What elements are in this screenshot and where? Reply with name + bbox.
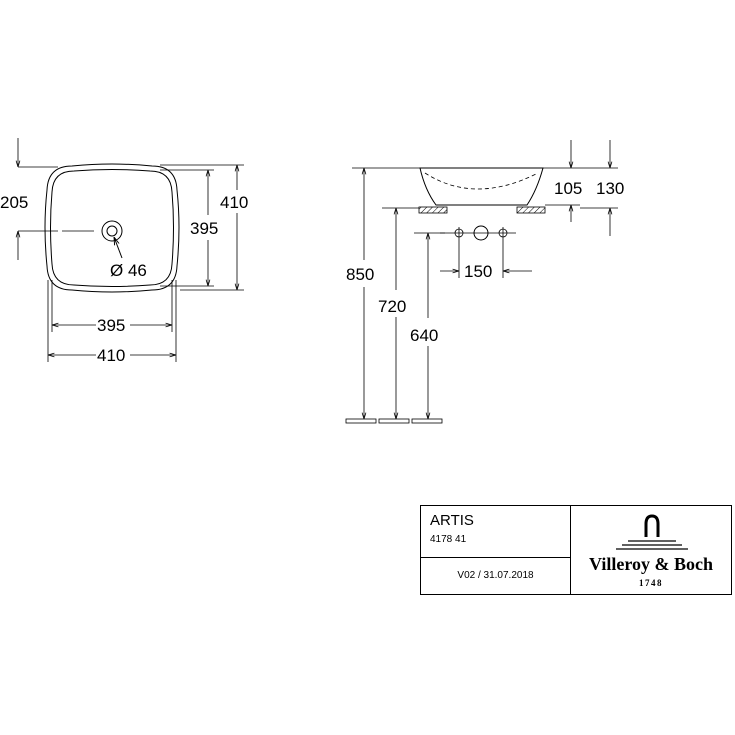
bowl-inner-dashed — [424, 172, 539, 190]
dim-205-label: 205 — [0, 193, 28, 212]
bowl-outline — [419, 167, 544, 206]
dim-720-label: 720 — [378, 297, 406, 316]
basin-outer-outline — [44, 163, 180, 293]
floor-segment-3 — [411, 418, 443, 424]
countertop-left — [418, 206, 448, 214]
title-block-info: ARTIS 4178 41 V02 / 31.07.2018 — [421, 506, 571, 594]
title-block-divider — [421, 557, 570, 558]
countertop-right — [516, 206, 546, 214]
version-date: V02 / 31.07.2018 — [457, 570, 534, 581]
dim-395-width-label: 395 — [97, 316, 125, 335]
floor-segment-2 — [378, 418, 410, 424]
dim-850-label: 850 — [346, 265, 374, 284]
top-view: Ø 46 205 395 410 395 410 — [0, 138, 248, 365]
dim-130-label: 130 — [596, 179, 624, 198]
drain-inner-circle — [106, 225, 118, 237]
dim-410-width-label: 410 — [97, 346, 125, 365]
drain-diameter-label: Ø 46 — [110, 261, 147, 280]
tap-hole-centre — [473, 225, 489, 241]
product-name: ARTIS — [430, 512, 474, 529]
brand-name: Villeroy & Boch — [589, 554, 713, 574]
article-number: 4178 41 — [430, 534, 467, 545]
dim-410-depth-label: 410 — [220, 193, 248, 212]
title-block: ARTIS 4178 41 V02 / 31.07.2018 Villeroy … — [420, 505, 732, 595]
dim-395-depth-label: 395 — [190, 219, 218, 238]
brand-block: Villeroy & Boch 1748 — [571, 506, 731, 594]
dim-105-label: 105 — [554, 179, 582, 198]
side-view: 150 105 130 850 720 640 — [345, 140, 624, 424]
brand-year: 1748 — [639, 578, 663, 588]
dim-640-label: 640 — [410, 326, 438, 345]
faucet-logo-icon — [616, 514, 688, 550]
drain-leader — [114, 237, 123, 259]
basin-inner-outline — [50, 169, 174, 287]
floor-segment-1 — [345, 418, 377, 424]
drain-outer-circle — [101, 220, 123, 242]
dim-150-label: 150 — [464, 262, 492, 281]
